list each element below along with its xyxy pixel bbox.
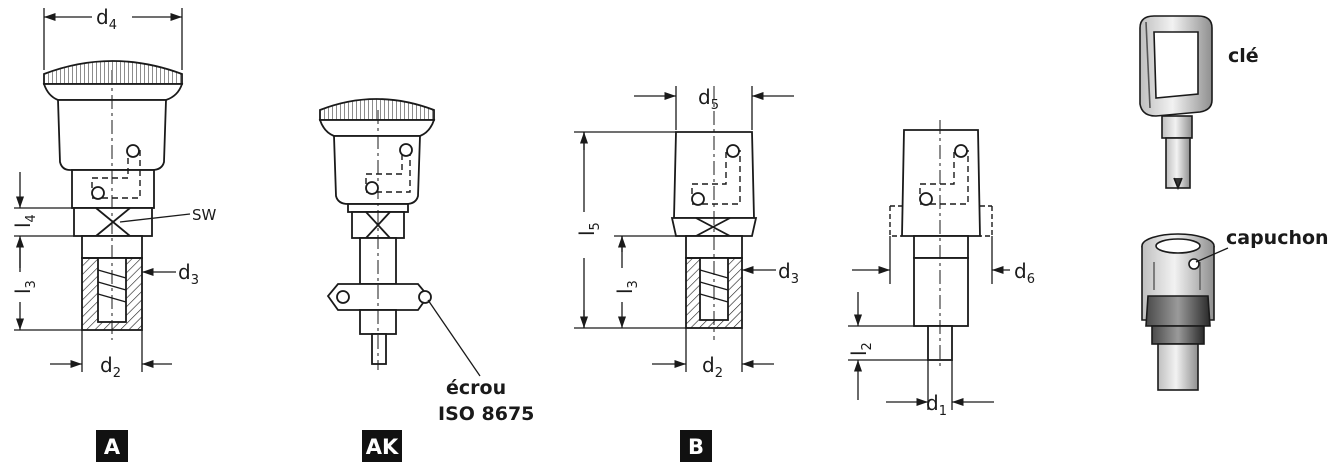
nut-leader	[427, 299, 481, 377]
view-b-plunger	[670, 86, 758, 340]
dim-d2-b: d2	[702, 353, 723, 381]
view-ak-plunger	[318, 98, 436, 370]
dim-d4: d4	[96, 5, 117, 33]
label-sw: SW	[192, 206, 217, 224]
dim-l5: l5	[575, 222, 603, 236]
dim-d6: d6	[1014, 259, 1035, 287]
svg-text:B: B	[688, 435, 704, 459]
dim-d3-a: d3	[178, 260, 199, 288]
dim-d1: d1	[926, 391, 947, 419]
dim-l3-a: l3	[11, 280, 39, 294]
callout-nut-line2: ISO 8675	[438, 403, 534, 425]
view-b-side-dimensions	[848, 236, 1010, 410]
cap-leader	[1195, 247, 1229, 263]
dim-d2-a: d2	[100, 353, 121, 381]
callout-key: clé	[1228, 45, 1259, 67]
cap-illustration	[1141, 233, 1215, 391]
dim-l2: l2	[847, 342, 875, 356]
badge-b: B	[680, 430, 712, 462]
dim-d5: d5	[698, 85, 719, 113]
dim-d3-b: d3	[778, 259, 799, 287]
view-a-plunger	[42, 60, 184, 340]
callout-nut-line1: écrou	[446, 377, 506, 399]
view-b-side-plunger	[889, 120, 993, 370]
dim-l4: l4	[11, 214, 39, 228]
view-a-dimensions	[14, 8, 191, 372]
key-illustration	[1139, 15, 1213, 191]
dim-l3-b: l3	[613, 280, 641, 294]
badge-a: A	[96, 430, 128, 462]
svg-text:A: A	[104, 435, 121, 459]
badge-ak: AK	[362, 430, 402, 462]
svg-text:AK: AK	[366, 435, 399, 459]
callout-cap: capuchon	[1226, 227, 1329, 249]
view-b-dimensions	[574, 86, 794, 372]
